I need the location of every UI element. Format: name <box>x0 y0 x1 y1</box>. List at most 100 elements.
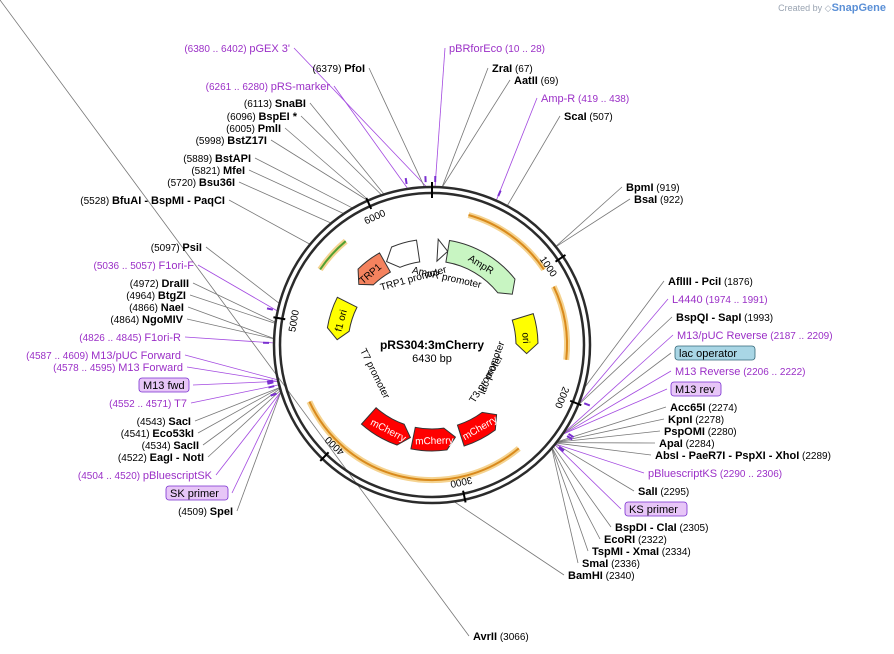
site-label: pBluescriptKS (2290 .. 2306) <box>648 468 782 480</box>
site-name: NgoMIV <box>142 314 184 326</box>
primer-mark <box>266 379 274 383</box>
credit-prefix: Created by <box>778 3 823 13</box>
connector-line <box>184 354 277 380</box>
site-position: (2340) <box>603 571 635 582</box>
site-name: BpmI <box>626 182 654 194</box>
site-position: (919) <box>654 183 680 194</box>
primer-mark <box>566 435 573 441</box>
primer-mark <box>568 433 575 439</box>
site-name: F1ori-R <box>144 332 181 344</box>
connector-line <box>270 139 368 201</box>
snapgene-logo-icon: ◇ <box>824 3 832 13</box>
connector-line <box>293 47 427 187</box>
connector-line <box>190 384 279 404</box>
primer-label: L4440 (1974 .. 1991) <box>672 294 768 306</box>
site-label: (5821) MfeI <box>191 165 245 177</box>
connector-line <box>186 366 278 382</box>
feature-label: ori <box>519 332 531 344</box>
site-name: pRS-marker <box>271 81 331 93</box>
primer-label: (4578 .. 4595) M13 Forward <box>53 362 183 374</box>
site-name: SpeI <box>210 506 233 518</box>
site-name: Bsu36I <box>199 177 235 189</box>
site-name: BspDI - ClaI <box>615 522 677 534</box>
enzyme-label: (5097) PsiI <box>151 242 202 254</box>
enzyme-label: ApaI (2284) <box>659 438 715 450</box>
tick-label: 6000 <box>363 208 388 227</box>
site-position: (5036 .. 5057) <box>94 261 159 272</box>
site-name: DraIII <box>161 278 189 290</box>
site-label: (4972) DraIII <box>130 278 189 290</box>
site-name: AbsI - PaeR7I - PspXI - XhoI <box>655 450 799 462</box>
site-name: TspMI - XmaI <box>592 546 659 558</box>
site-name: pBluescriptSK <box>143 470 213 482</box>
connector-line <box>552 448 601 540</box>
connector-line <box>207 390 281 458</box>
enzyme-label: (5889) BstAPI <box>183 153 251 165</box>
enzyme-label: SmaI (2336) <box>582 558 640 570</box>
site-position: (4826 .. 4845) <box>79 333 144 344</box>
connector-line <box>558 406 667 442</box>
connector-line <box>184 336 274 344</box>
primer-box <box>624 501 688 517</box>
enzyme-label: (6113) SnaBI <box>244 98 306 110</box>
site-label: (4534) SacII <box>142 440 199 452</box>
site-label: BspQI - SapI (1993) <box>676 312 773 324</box>
enzyme-label: BsaI (922) <box>634 194 683 206</box>
boxed-label: M13 fwd <box>143 380 185 392</box>
primer-label: (5036 .. 5057) F1ori-F <box>94 260 195 272</box>
site-position: (2274) <box>705 403 737 414</box>
primer-label: M13/pUC Reverse (2187 .. 2209) <box>677 330 833 342</box>
site-label: (4826 .. 4845) F1ori-R <box>79 332 181 344</box>
connector-line <box>215 392 281 476</box>
site-label: (4866) NaeI <box>129 302 184 314</box>
site-name: KpnI <box>668 414 692 426</box>
site-label: (4541) Eco53kI <box>121 428 194 440</box>
site-label: (6380 .. 6402) pGEX 3' <box>184 43 290 55</box>
enzyme-label: BamHI (2340) <box>568 570 635 582</box>
primer-label: (4504 .. 4520) pBluescriptSK <box>78 470 213 482</box>
connector-line <box>555 443 635 492</box>
site-label: ApaI (2284) <box>659 438 715 450</box>
primer-mark <box>267 381 274 385</box>
feature-trp1-promoter <box>385 239 421 268</box>
enzyme-label: (5528) BfuAI - BspMI - PaqCI <box>80 195 225 207</box>
primer-mark <box>266 307 274 311</box>
site-name: BspQI - SapI <box>676 312 741 324</box>
connector-line <box>454 501 565 576</box>
primer-mark <box>268 385 275 389</box>
site-name: BtgZI <box>158 290 186 302</box>
site-name: BstAPI <box>215 153 251 165</box>
site-label: (4864) NgoMIV <box>110 314 183 326</box>
feature-trp1 <box>357 252 392 286</box>
site-position: (4552 .. 4571) <box>109 399 174 410</box>
connector-line <box>236 392 281 512</box>
primer-label: (4826 .. 4845) F1ori-R <box>79 332 181 344</box>
site-label: (4543) SacI <box>137 416 191 428</box>
connector-line <box>194 387 280 422</box>
site-name: BstZ17I <box>227 135 267 147</box>
backbone-circle <box>272 182 592 505</box>
site-name: AflIII - PciI <box>668 276 721 288</box>
site-label: ZraI (67) <box>492 63 533 75</box>
site-name: MfeI <box>223 165 245 177</box>
connector-line <box>187 306 274 339</box>
site-label: SmaI (2336) <box>582 558 640 570</box>
site-name: M13 Reverse <box>675 366 740 378</box>
connector-line <box>556 443 645 474</box>
tick-label: 3000 <box>449 474 473 489</box>
connector-line <box>585 280 665 387</box>
enzyme-label: PspOMI (2280) <box>664 426 737 438</box>
connector-line <box>556 198 631 247</box>
enzyme-label: (4964) BtgZI <box>126 290 186 302</box>
primer-mark <box>557 446 564 453</box>
site-name: pBRforEco <box>449 43 502 55</box>
site-position: (2322) <box>635 535 667 546</box>
enzyme-label: (4522) EagI - NotI <box>118 452 204 464</box>
site-name: AvrII <box>473 631 497 643</box>
connector-lines <box>0 0 674 637</box>
connector-line <box>189 294 275 324</box>
site-label: (6379) PfoI <box>313 63 365 75</box>
site-label: L4440 (1974 .. 1991) <box>672 294 768 306</box>
connector-line <box>238 181 331 224</box>
